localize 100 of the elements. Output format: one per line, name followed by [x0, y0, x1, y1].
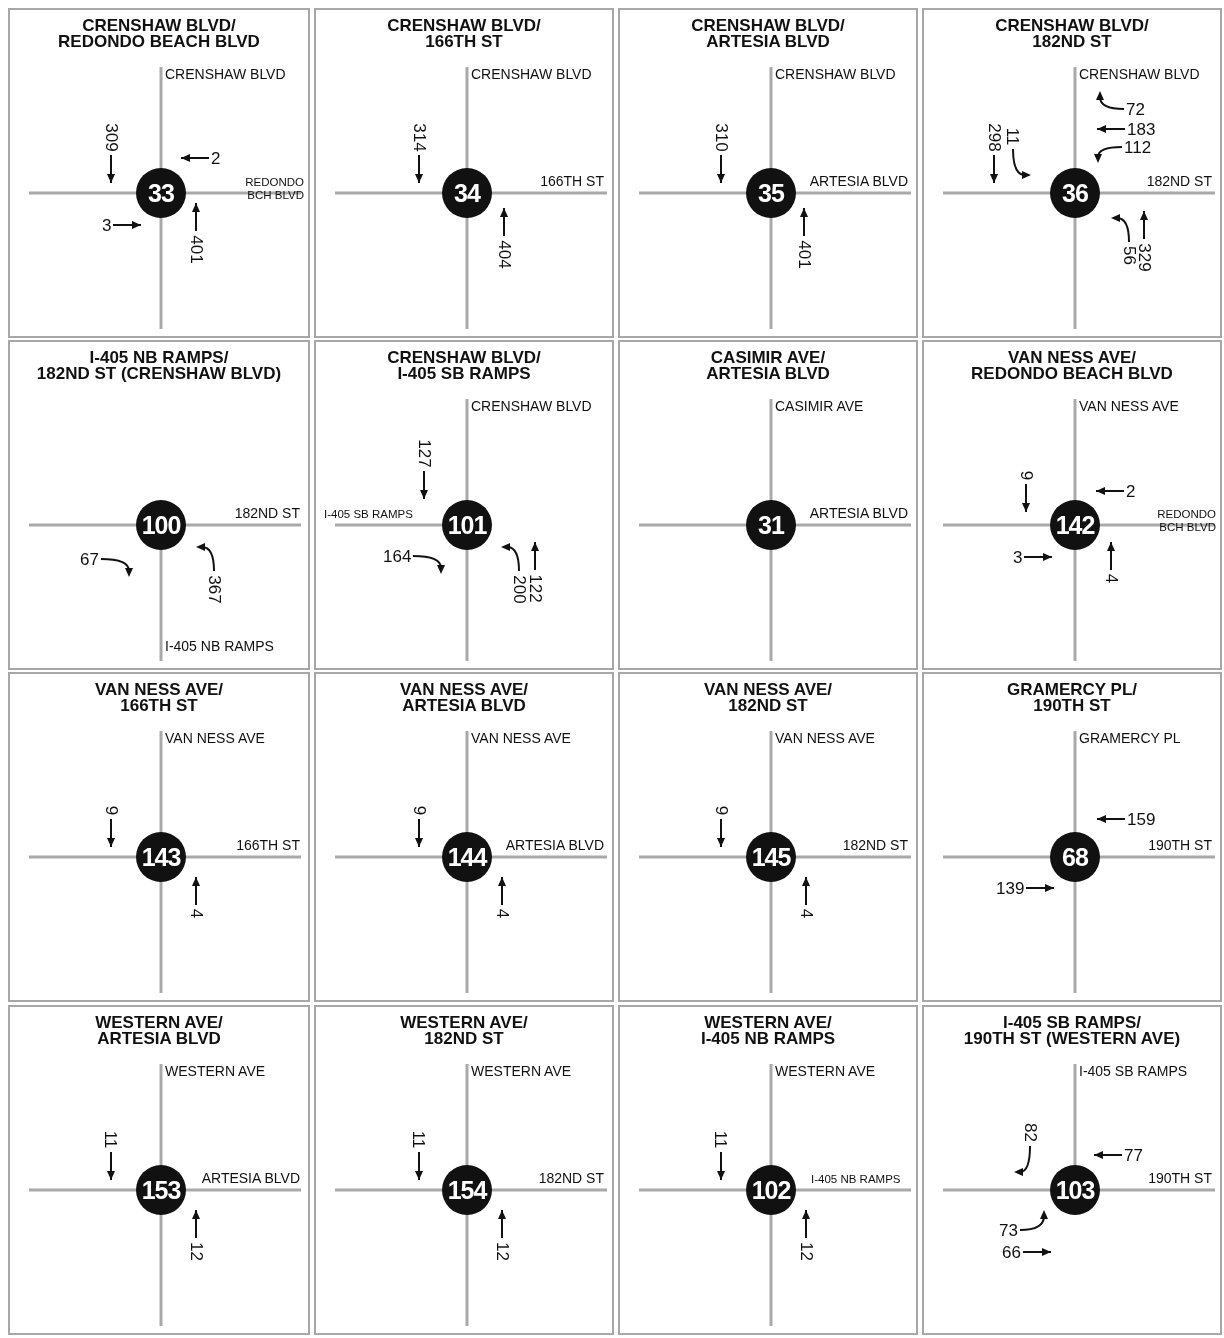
- panel-title: CRENSHAW BLVD/ I-405 SB RAMPS: [386, 350, 542, 382]
- intersection-panel: [618, 340, 918, 670]
- traffic-volume: 4: [797, 908, 815, 919]
- traffic-volume: 309: [102, 122, 120, 152]
- intersection-marker: 100: [136, 500, 186, 550]
- intersection-panel: [618, 1005, 918, 1335]
- traffic-volume: 401: [187, 234, 205, 264]
- traffic-volume: 66: [1002, 1243, 1021, 1261]
- panel-title: CRENSHAW BLVD/ ARTESIA BLVD: [690, 18, 846, 50]
- intersection-panel: [8, 1005, 310, 1335]
- street-name: 190TH ST: [1148, 838, 1212, 853]
- traffic-volume: 310: [712, 122, 730, 152]
- traffic-volume: 82: [1021, 1123, 1039, 1142]
- traffic-volume: 4: [187, 908, 205, 919]
- street-name: ARTESIA BLVD: [201, 1171, 300, 1186]
- intersection-marker: 36: [1050, 168, 1100, 218]
- street-name: ARTESIA BLVD: [809, 174, 908, 189]
- street-name: 190TH ST: [1148, 1171, 1212, 1186]
- traffic-volume: 11: [712, 1130, 730, 1148]
- panel-title: VAN NESS AVE/ 182ND ST: [702, 682, 834, 714]
- traffic-volume: 122: [526, 573, 544, 603]
- intersection-marker: 34: [442, 168, 492, 218]
- traffic-volume: 12: [187, 1242, 205, 1261]
- intersection-panel: [922, 672, 1222, 1002]
- traffic-volume: 4: [1102, 573, 1120, 584]
- street-name: REDONDO BCH BLVD: [244, 176, 304, 202]
- street-name: VAN NESS AVE: [1079, 399, 1179, 414]
- panel-title: I-405 SB RAMPS/ 190TH ST (WESTERN AVE): [962, 1015, 1182, 1047]
- intersection-marker: 101: [442, 500, 492, 550]
- traffic-volume: 164: [383, 547, 412, 565]
- intersection-panel: [922, 8, 1222, 338]
- traffic-volume: 4: [493, 908, 511, 919]
- panel-title: CRENSHAW BLVD/ 166TH ST: [386, 18, 542, 50]
- traffic-volume: 127: [415, 438, 433, 468]
- intersection-marker: 33: [136, 168, 186, 218]
- street-name: CRENSHAW BLVD: [471, 67, 592, 82]
- intersection-panel: [8, 8, 310, 338]
- traffic-volume: 367: [205, 574, 223, 604]
- street-name: 182ND ST: [538, 1171, 604, 1186]
- intersection-marker: 144: [442, 832, 492, 882]
- street-name: CRENSHAW BLVD: [775, 67, 896, 82]
- street-name: REDONDO BCH BLVD: [1156, 508, 1216, 534]
- traffic-volume: 3: [102, 216, 112, 234]
- traffic-volume: 9: [1017, 470, 1035, 481]
- panel-title: CASIMIR AVE/ ARTESIA BLVD: [705, 350, 831, 382]
- street-name: CASIMIR AVE: [775, 399, 864, 414]
- street-name: CRENSHAW BLVD: [471, 399, 592, 414]
- street-name: VAN NESS AVE: [471, 731, 571, 746]
- traffic-volume: 56: [1120, 246, 1138, 265]
- traffic-volume: 11: [410, 1130, 428, 1148]
- panel-title: CRENSHAW BLVD/ 182ND ST: [994, 18, 1150, 50]
- street-name: WESTERN AVE: [775, 1064, 876, 1079]
- intersection-panel: [618, 672, 918, 1002]
- intersection-marker: 142: [1050, 500, 1100, 550]
- street-name: CRENSHAW BLVD: [1079, 67, 1200, 82]
- street-name: 182ND ST: [234, 506, 300, 521]
- panel-title: I-405 NB RAMPS/ 182ND ST (CRENSHAW BLVD): [35, 350, 283, 382]
- traffic-volume: 9: [410, 805, 428, 816]
- street-name: CRENSHAW BLVD: [165, 67, 286, 82]
- traffic-volume: 12: [493, 1242, 511, 1261]
- traffic-volume: 139: [996, 879, 1025, 897]
- intersection-panel: [618, 8, 918, 338]
- intersection-marker: 103: [1050, 1165, 1100, 1215]
- panel-title: VAN NESS AVE/ ARTESIA BLVD: [398, 682, 530, 714]
- intersection-marker: 143: [136, 832, 186, 882]
- traffic-volume: 314: [410, 122, 428, 152]
- panel-title: CRENSHAW BLVD/ REDONDO BEACH BLVD: [57, 18, 261, 50]
- street-name: 182ND ST: [842, 838, 908, 853]
- traffic-volume: 112: [1124, 138, 1152, 156]
- traffic-volume: 9: [712, 805, 730, 816]
- street-name: ARTESIA BLVD: [505, 838, 604, 853]
- traffic-volume: 404: [495, 239, 513, 269]
- street-name: I-405 NB RAMPS: [811, 1173, 901, 1186]
- street-name: ARTESIA BLVD: [809, 506, 908, 521]
- street-name: WESTERN AVE: [165, 1064, 266, 1079]
- traffic-volume: 3: [1013, 548, 1023, 566]
- intersection-panel: [922, 340, 1222, 670]
- intersection-marker: 145: [746, 832, 796, 882]
- traffic-volume: 12: [797, 1242, 815, 1261]
- street-name: GRAMERCY PL: [1079, 731, 1181, 746]
- intersection-panel: [8, 672, 310, 1002]
- street-name: I-405 SB RAMPS: [324, 508, 413, 521]
- street-name: I-405 NB RAMPS: [165, 639, 274, 654]
- traffic-volume: 2: [1126, 482, 1136, 500]
- traffic-volume: 200: [510, 574, 528, 604]
- intersection-panel: [314, 672, 614, 1002]
- intersection-marker: 102: [746, 1165, 796, 1215]
- traffic-volume: 298: [985, 122, 1003, 152]
- street-name: VAN NESS AVE: [775, 731, 875, 746]
- traffic-volume: 77: [1124, 1146, 1143, 1164]
- intersection-marker: 35: [746, 168, 796, 218]
- intersection-marker: 154: [442, 1165, 492, 1215]
- intersection-panel: [8, 340, 310, 670]
- panel-title: WESTERN AVE/ I-405 NB RAMPS: [699, 1015, 837, 1047]
- panel-title: VAN NESS AVE/ REDONDO BEACH BLVD: [970, 350, 1174, 382]
- traffic-volume: 11: [102, 1130, 120, 1148]
- traffic-volume: 9: [102, 805, 120, 816]
- intersection-panel: [314, 8, 614, 338]
- traffic-volume: 183: [1127, 120, 1156, 138]
- traffic-volume: 329: [1135, 242, 1153, 272]
